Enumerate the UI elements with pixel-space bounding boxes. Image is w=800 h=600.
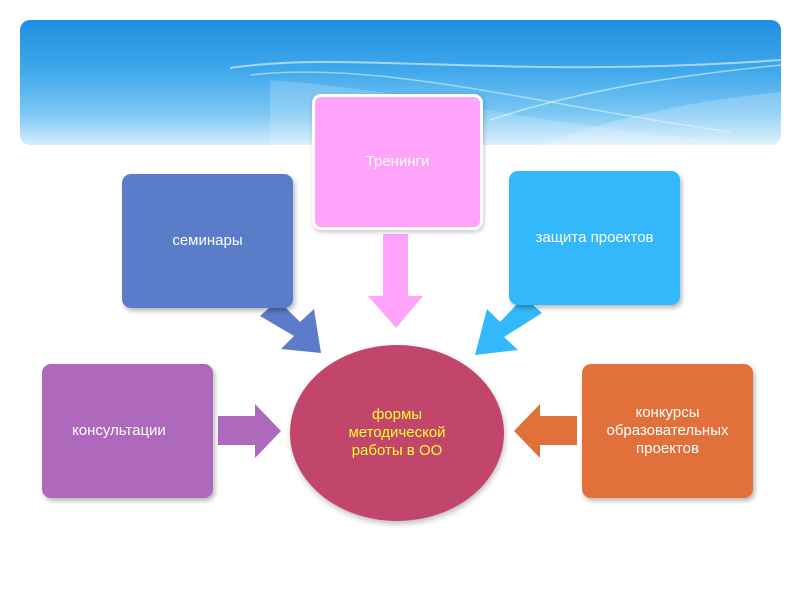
node-seminars: семинары bbox=[122, 174, 293, 308]
arrow-protection bbox=[475, 297, 542, 355]
center-ellipse: формы методической работы в ОО bbox=[290, 345, 504, 521]
node-contests: конкурсы образовательных проектов bbox=[582, 364, 753, 498]
arrow-consultations bbox=[218, 404, 281, 458]
node-trainings: Тренинги bbox=[312, 94, 483, 230]
node-seminars-label: семинары bbox=[172, 232, 243, 249]
node-consultations: консультации bbox=[42, 364, 213, 498]
node-trainings-label: Тренинги bbox=[365, 153, 430, 170]
node-contests-label: конкурсы образовательных проектов bbox=[606, 404, 729, 457]
node-project-defense-label: защита проектов bbox=[535, 229, 654, 246]
center-label: формы методической работы в ОО bbox=[348, 405, 446, 460]
arrow-seminars bbox=[260, 300, 321, 353]
node-consultations-label: консультации bbox=[72, 422, 166, 439]
arrow-top bbox=[368, 234, 423, 328]
arrow-contests bbox=[514, 404, 577, 458]
node-project-defense: защита проектов bbox=[509, 171, 680, 305]
